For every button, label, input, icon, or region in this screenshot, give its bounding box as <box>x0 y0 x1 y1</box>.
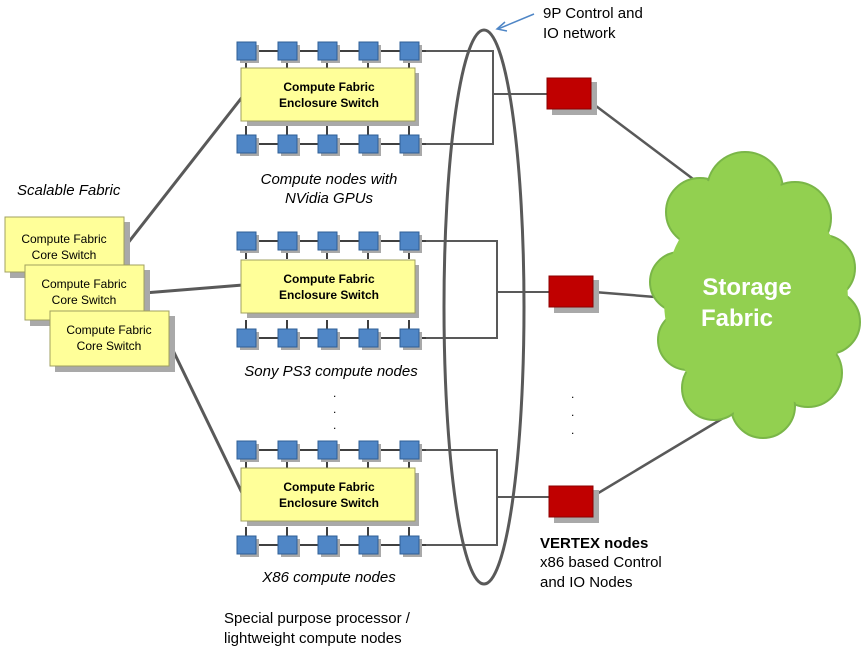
vertex-title: VERTEX nodes <box>540 535 648 552</box>
compute-node <box>277 328 298 348</box>
compute-node <box>277 134 298 154</box>
compute-node <box>358 440 379 460</box>
vertex-node-1 <box>546 77 592 110</box>
svg-text:.: . <box>333 386 336 400</box>
compute-node <box>277 41 298 61</box>
compute-node <box>236 41 257 61</box>
compute-node <box>399 328 420 348</box>
enclosure-1-caption-line1: Compute nodes with <box>261 171 398 188</box>
compute-node <box>317 41 338 61</box>
network-buses <box>426 50 549 546</box>
node-row-3 <box>236 231 426 259</box>
enclosure-switch-2-line1: Compute Fabric <box>283 272 375 286</box>
vertex-line2: and IO Nodes <box>540 574 633 591</box>
compute-node <box>317 134 338 154</box>
core-switch-3: Compute Fabric Core Switch <box>49 310 175 372</box>
svg-text:.: . <box>571 423 574 437</box>
enclosure-1-caption-line2: NVidia GPUs <box>285 190 374 207</box>
node-row-4 <box>236 320 426 350</box>
compute-node <box>236 328 257 348</box>
compute-node <box>236 134 257 154</box>
compute-node <box>358 535 379 555</box>
node-row-5 <box>236 440 426 468</box>
network-label-line2: IO network <box>543 25 616 42</box>
compute-node <box>277 440 298 460</box>
enclosure-3-caption: X86 compute nodes <box>261 569 396 586</box>
enclosure-switch-1-line1: Compute Fabric <box>283 80 375 94</box>
svg-text:.: . <box>571 405 574 419</box>
network-ellipse <box>442 28 526 586</box>
compute-node <box>358 134 379 154</box>
compute-node <box>399 41 420 61</box>
link-core2-enclosure2 <box>143 283 244 295</box>
compute-node <box>399 440 420 460</box>
compute-node <box>358 41 379 61</box>
svg-text:.: . <box>333 418 336 432</box>
core-switch-2-line1: Compute Fabric <box>41 277 126 291</box>
compute-node <box>236 231 257 251</box>
compute-node <box>236 440 257 460</box>
compute-node <box>317 328 338 348</box>
node-row-1 <box>236 41 426 69</box>
link-core3-enclosure3 <box>166 339 245 496</box>
svg-text:.: . <box>571 387 574 401</box>
compute-node <box>399 134 420 154</box>
link-vertex3-storage <box>594 412 731 497</box>
vertex-nodes <box>546 77 599 523</box>
node-row-6 <box>236 527 426 557</box>
vertex-line1: x86 based Control <box>540 554 662 571</box>
compute-node <box>236 535 257 555</box>
special-purpose-line2: lightweight compute nodes <box>224 630 402 647</box>
compute-node <box>399 535 420 555</box>
network-arrow <box>495 13 535 32</box>
enclosure-switch-1: Compute Fabric Enclosure Switch <box>240 67 419 126</box>
storage-fabric-cloud: Storage Fabric <box>649 151 861 439</box>
compute-node <box>358 328 379 348</box>
node-row-2 <box>236 126 426 156</box>
compute-node-rows <box>236 41 426 557</box>
enclosure-switch-3-line1: Compute Fabric <box>283 480 375 494</box>
ellipsis-dots: . . . . . . <box>333 386 574 437</box>
compute-node <box>277 535 298 555</box>
storage-label-line2: Fabric <box>701 305 773 332</box>
core-switch-1: Compute Fabric Core Switch <box>4 216 130 278</box>
core-switch-2-line2: Core Switch <box>52 293 117 307</box>
vertex-node-2 <box>548 275 594 308</box>
link-core1-enclosure1 <box>122 95 245 249</box>
compute-node <box>317 231 338 251</box>
core-to-enclosure-links <box>122 95 245 496</box>
compute-node <box>358 231 379 251</box>
core-switch-3-line1: Compute Fabric <box>66 323 151 337</box>
enclosure-switch-3-line2: Enclosure Switch <box>279 496 379 510</box>
storage-label-line1: Storage <box>702 274 791 301</box>
enclosure-switch-1-line2: Enclosure Switch <box>279 96 379 110</box>
special-purpose-line1: Special purpose processor / <box>224 610 411 627</box>
enclosure-switch-2-line2: Enclosure Switch <box>279 288 379 302</box>
core-switch-1-line2: Core Switch <box>32 248 97 262</box>
network-label-line1: 9P Control and <box>543 5 643 22</box>
enclosure-switch-2: Compute Fabric Enclosure Switch <box>240 259 419 318</box>
enclosure-switch-3: Compute Fabric Enclosure Switch <box>240 467 419 526</box>
enclosure-2-caption: Sony PS3 compute nodes <box>244 363 418 380</box>
core-switch-3-line2: Core Switch <box>77 339 142 353</box>
vertex-node-3 <box>548 485 594 518</box>
compute-node <box>277 231 298 251</box>
scalable-fabric-label: Scalable Fabric <box>17 182 121 199</box>
compute-node <box>399 231 420 251</box>
svg-text:.: . <box>333 402 336 416</box>
compute-node <box>317 535 338 555</box>
core-switch-1-line1: Compute Fabric <box>21 232 106 246</box>
compute-node <box>317 440 338 460</box>
